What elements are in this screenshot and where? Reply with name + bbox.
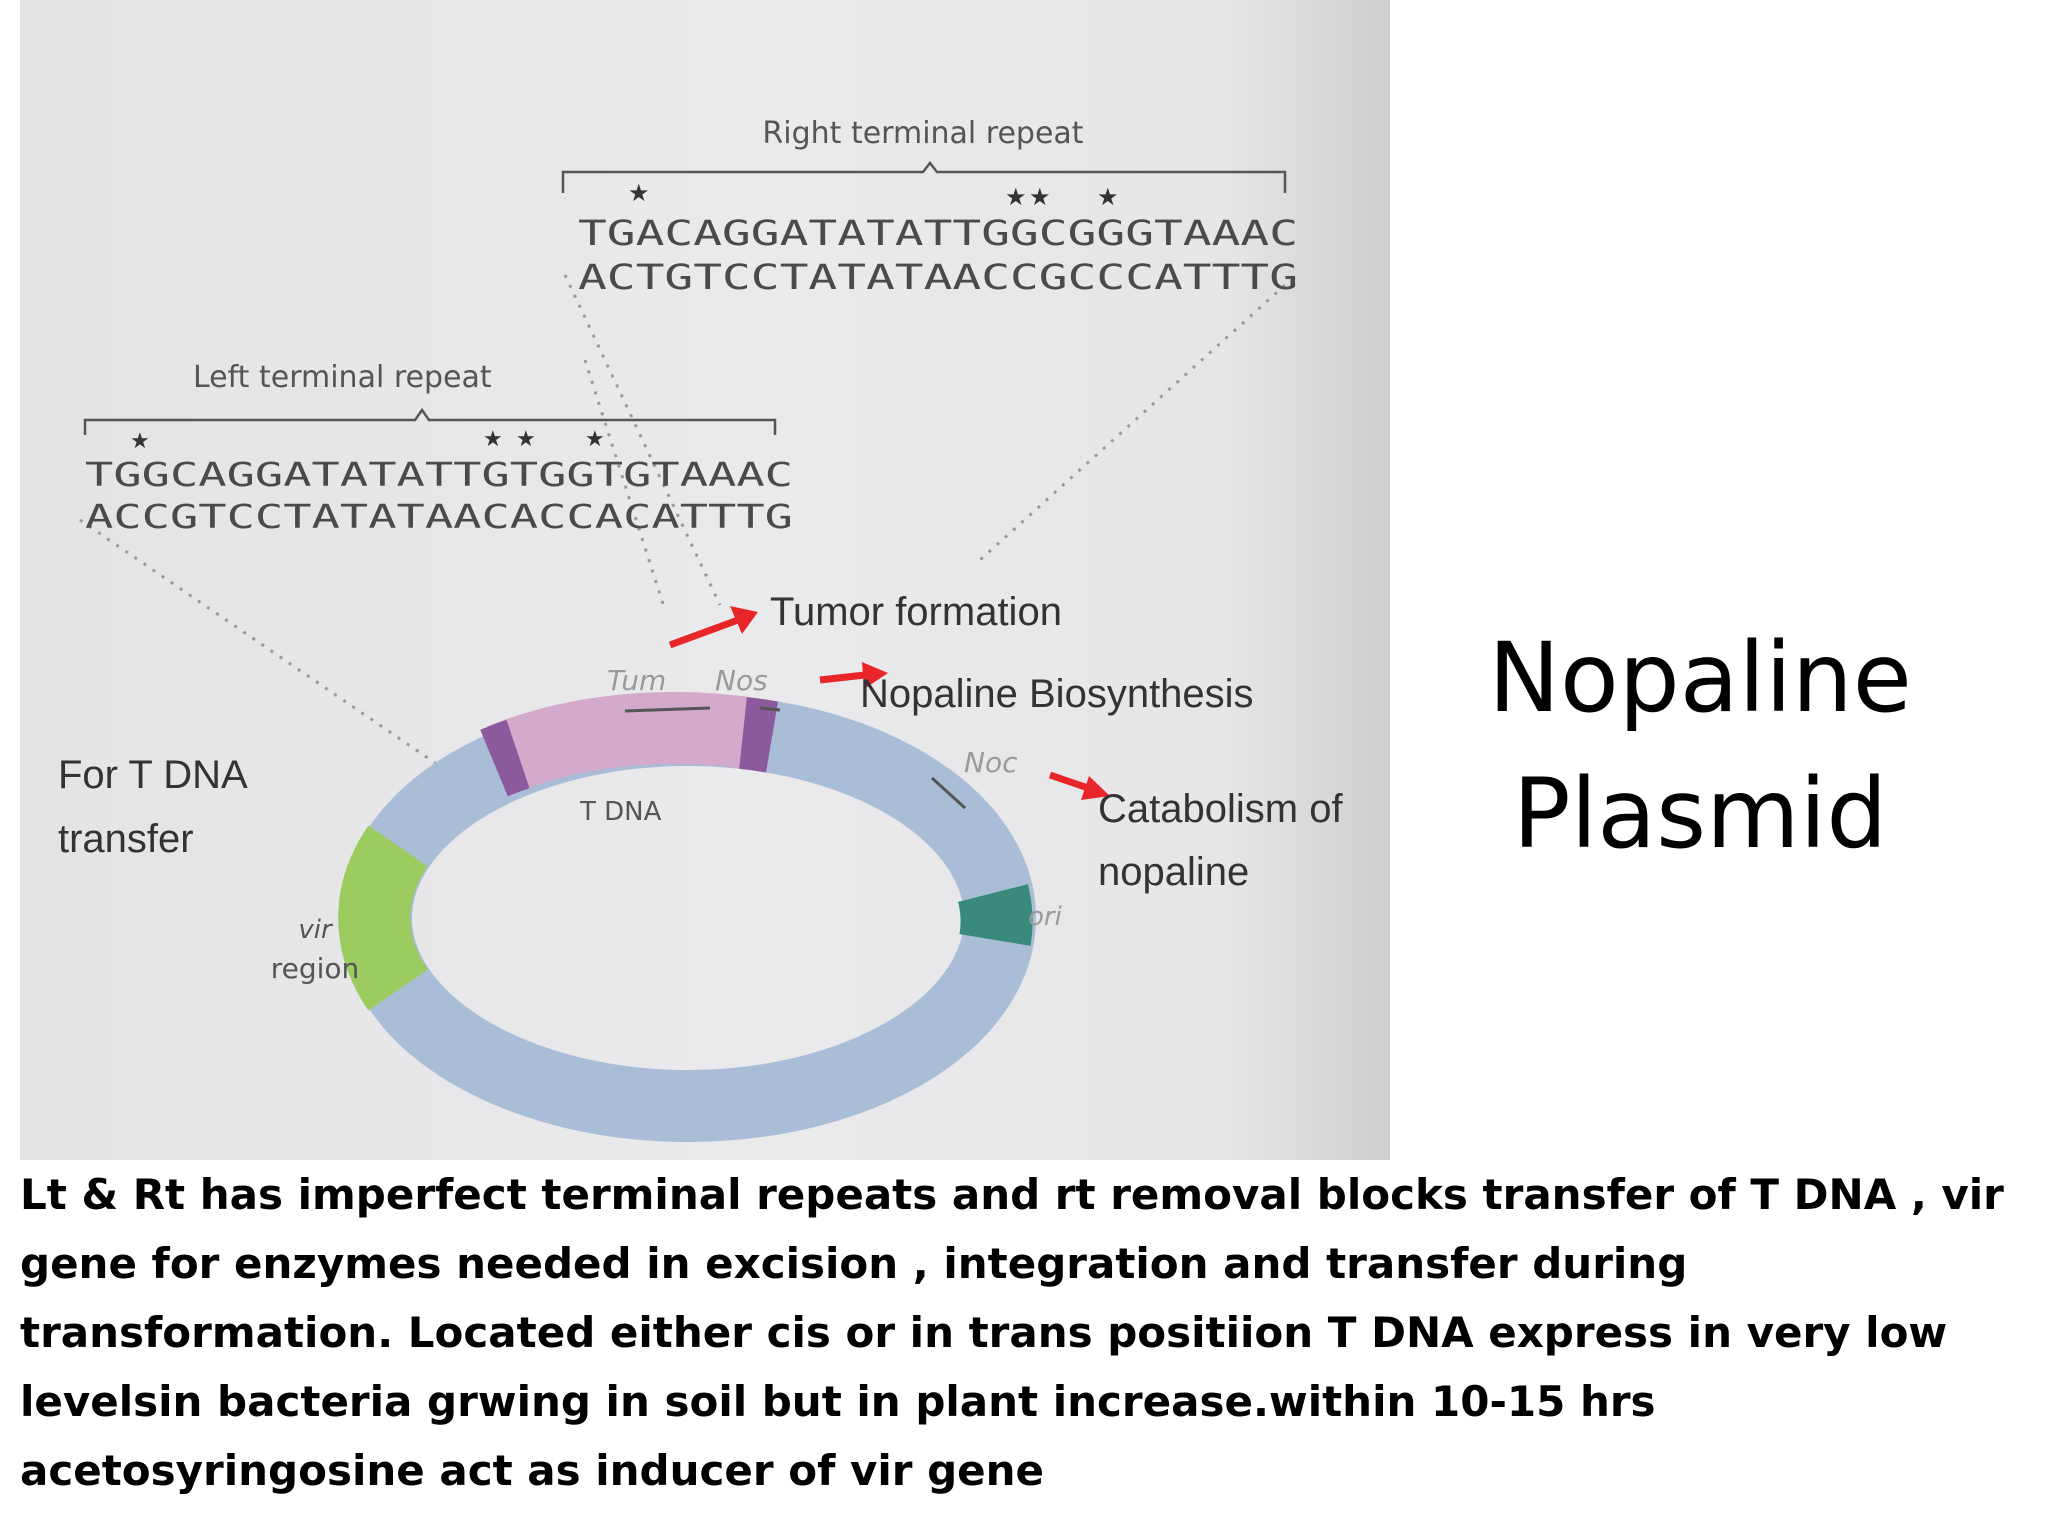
red-arrows [668, 606, 1110, 800]
region-label: region [271, 952, 360, 985]
left-repeat-bracket [83, 407, 777, 435]
right-repeat-stars: ★ ★ ★ ★ [628, 180, 1119, 211]
caption-text: Lt & Rt has imperfect terminal repeats a… [20, 1160, 2030, 1505]
svg-text:★: ★ [130, 428, 150, 453]
caption-line-4: levelsin bacteria grwing in soil but in … [20, 1377, 1656, 1426]
svg-text:★: ★ [1005, 184, 1027, 211]
left-repeat-stars: ★ ★ ★ ★ [130, 426, 605, 453]
vir-segment [338, 825, 429, 1011]
svg-text:★: ★ [1097, 184, 1119, 211]
slide-title-line1: Nopaline [1488, 622, 1912, 734]
right-repeat-bracket [561, 160, 1287, 193]
svg-text:★: ★ [628, 180, 650, 207]
left-border-segment [480, 719, 530, 797]
left-repeat-title: Left terminal repeat [193, 360, 492, 395]
plasmid-ring [338, 691, 1036, 1142]
caption-line-1: Lt & Rt has imperfect terminal repeats a… [20, 1170, 2004, 1219]
right-repeat-seq-bottom: ACTGTCCTATATAACCGCCCATTTG [578, 258, 1298, 298]
left-repeat-seq-top: TGGCAGGATATATTGTGGTGTAAAC [85, 455, 793, 494]
catabolism-label-line2: nopaline [1098, 850, 1249, 894]
tumor-formation-label: Tumor formation [770, 590, 1062, 634]
t-dna-label: T DNA [579, 797, 662, 827]
t-dna-segment [486, 691, 772, 794]
svg-text:★: ★ [483, 426, 503, 451]
tum-label: Tum [607, 664, 666, 697]
left-terminal-repeat: Left terminal repeat ★ ★ ★ ★ TGGCAGGATAT… [83, 360, 793, 536]
ori-label: ori [1028, 902, 1063, 932]
right-border-segment [738, 697, 778, 773]
caption-line-5: acetosyringosine act as inducer of vir g… [20, 1446, 1045, 1495]
svg-text:★: ★ [516, 426, 536, 451]
slide-title: Nopaline Plasmid [1400, 610, 2000, 882]
diagram-figure: Right terminal repeat ★ ★ ★ ★ TGACAGGATA… [20, 0, 1390, 1160]
right-repeat-seq-top: TGACAGGATATATTGGCGGGTAAAC [578, 214, 1298, 254]
svg-text:★: ★ [1029, 184, 1051, 211]
right-terminal-repeat: Right terminal repeat ★ ★ ★ ★ TGACAGGATA… [561, 116, 1298, 298]
ori-segment [957, 884, 1033, 946]
caption-line-2: gene for enzymes needed in excision , in… [20, 1239, 1688, 1288]
tum-nos-arrows [624, 706, 781, 713]
plasmid-backbone [340, 694, 1036, 1142]
svg-text:★: ★ [585, 426, 605, 451]
plasmid-diagram: Right terminal repeat ★ ★ ★ ★ TGACAGGATA… [58, 116, 1343, 1142]
noc-arrow [930, 776, 967, 810]
noc-label: Noc [964, 746, 1018, 779]
dotted-guides [79, 274, 1287, 782]
right-repeat-title: Right terminal repeat [762, 116, 1083, 151]
nopaline-biosynthesis-label: Nopaline Biosynthesis [860, 672, 1254, 716]
slide-title-line2: Plasmid [1512, 758, 1888, 870]
catabolism-label-line1: Catabolism of [1098, 787, 1343, 831]
for-tdna-label-line1: For T DNA [58, 753, 248, 797]
nos-label: Nos [715, 664, 768, 697]
caption-line-3: transformation. Located either cis or in… [20, 1308, 1948, 1357]
for-tdna-label-line2: transfer [58, 817, 194, 861]
vir-label: vir [298, 915, 334, 945]
left-repeat-seq-bottom: ACCGTCCTATATAACACCACATTTG [85, 497, 793, 536]
